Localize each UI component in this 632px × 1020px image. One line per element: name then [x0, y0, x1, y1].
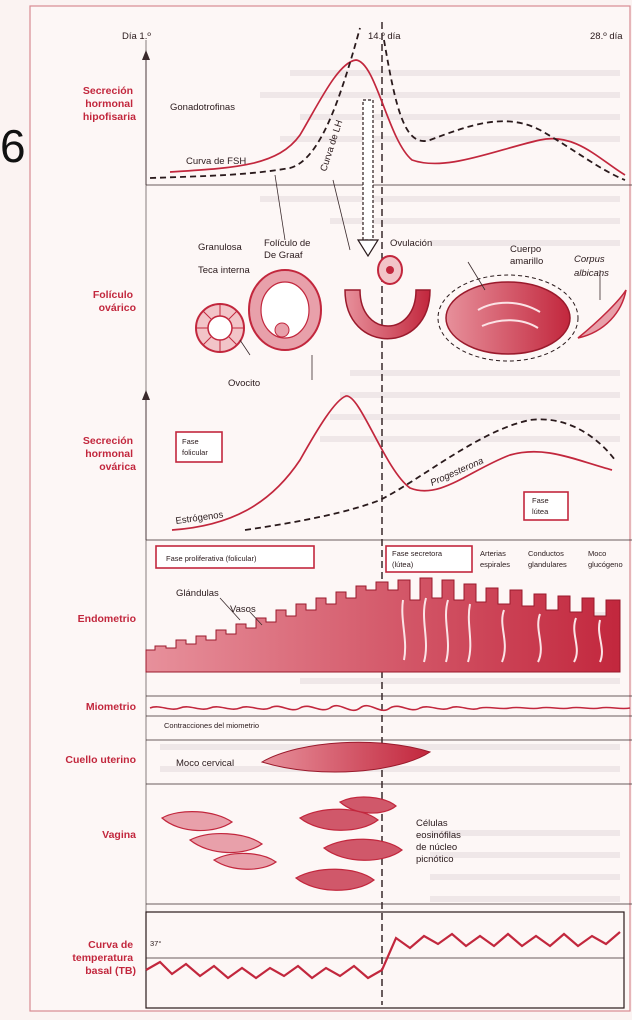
day1-label: Día 1.º — [122, 31, 151, 42]
ovulation-label: Ovulación — [390, 238, 432, 249]
section-myometrium: Miometrio — [86, 701, 136, 713]
vessels-label: Vasos — [230, 604, 256, 615]
section-follicle: Folículo ovárico — [93, 289, 136, 314]
section-pituitary: Secreción hormonal hipofisaria — [83, 85, 136, 123]
section-endometrium: Endometrio — [78, 613, 136, 625]
fsh-curve-label: Curva de FSH — [186, 156, 246, 167]
theca-label: Teca interna — [198, 265, 250, 276]
corpus-luteum-label: Cuerpo amarillo — [510, 244, 544, 267]
proliferative-phase-label: Fase proliferativa (folicular) — [166, 554, 257, 563]
glands-label: Glándulas — [176, 588, 219, 599]
corpus-luteum — [446, 282, 570, 354]
section-cervix: Cuello uterino — [65, 754, 136, 766]
page-number: 6 — [0, 120, 26, 172]
lh-arrow-shaft — [363, 100, 373, 240]
myometrium-contractions-label: Contracciones del miometrio — [164, 721, 259, 730]
day28-label: 28.º día — [590, 31, 623, 42]
oocyte-label: Ovocito — [228, 378, 260, 389]
granulosa-label: Granulosa — [198, 242, 243, 253]
section-vagina: Vagina — [102, 829, 136, 841]
cervical-mucus-label: Moco cervical — [176, 758, 234, 769]
temperature-37-label: 37° — [150, 939, 161, 948]
gonadotropins-label: Gonadotrofinas — [170, 102, 235, 113]
